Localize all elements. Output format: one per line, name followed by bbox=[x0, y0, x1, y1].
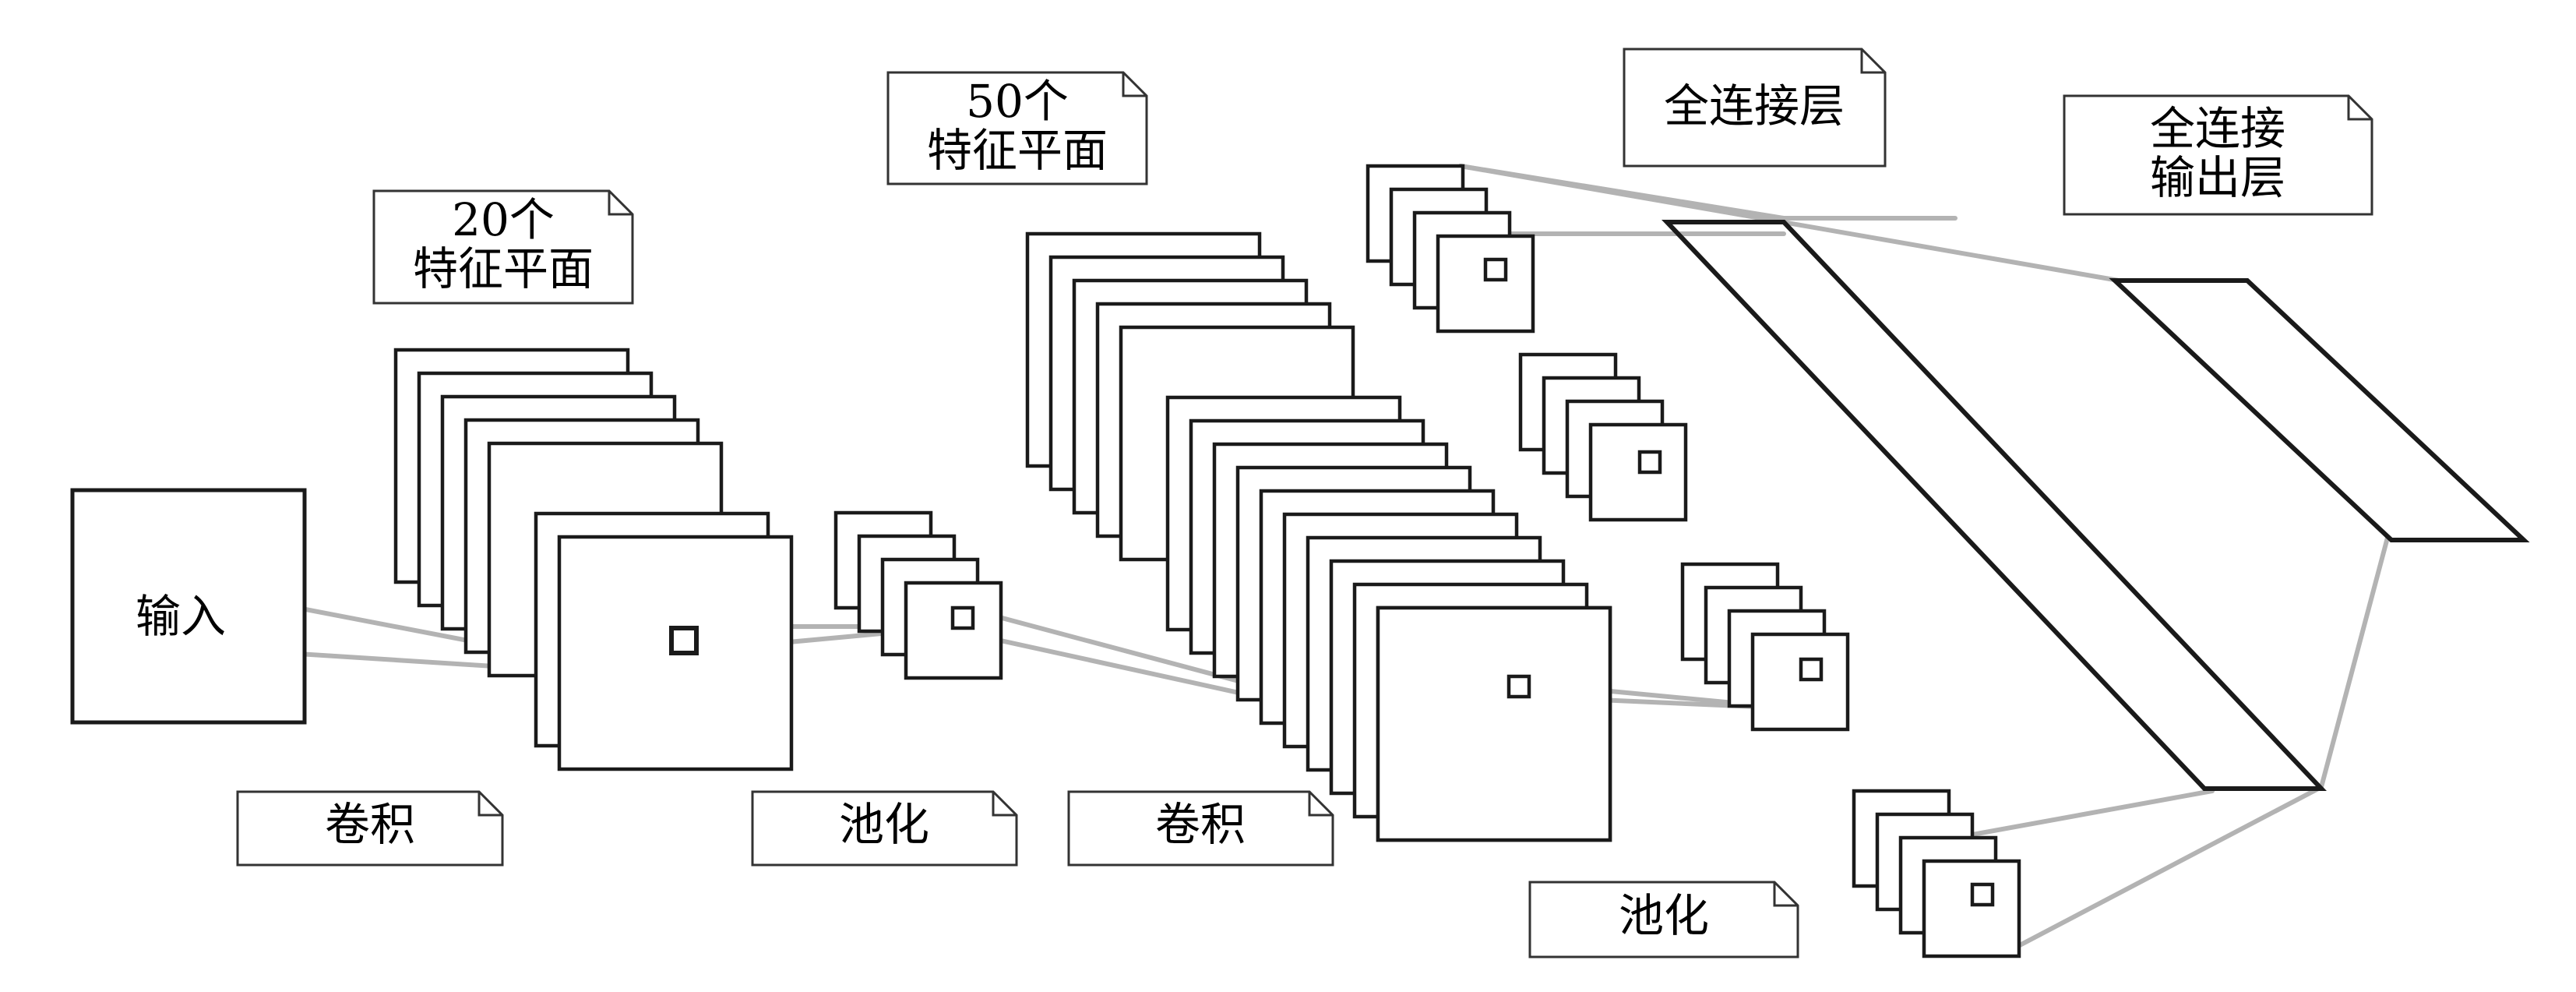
note-fm1: 20个 特征平面 bbox=[372, 189, 634, 305]
note-conv2: 卷积 bbox=[1067, 790, 1334, 867]
note-conv1-line1: 卷积 bbox=[325, 798, 415, 851]
note-pool2-line1: 池化 bbox=[1619, 889, 1709, 942]
pool2-feature-maps-2 bbox=[1518, 352, 1688, 522]
pool2-feature-maps-3 bbox=[1680, 562, 1850, 732]
pool2-feature-maps-4 bbox=[1852, 789, 2021, 958]
note-fc-output: 全连接 输出层 bbox=[2063, 94, 2373, 216]
note-fc-hidden-line1: 全连接层 bbox=[1664, 79, 1845, 132]
pool1-feature-maps bbox=[833, 510, 1003, 680]
note-fc-output-line2: 输出层 bbox=[2150, 151, 2285, 204]
fc-output-layer bbox=[2109, 278, 2530, 542]
note-fc-hidden: 全连接层 bbox=[1623, 48, 1887, 168]
input-box: 输入 bbox=[70, 488, 307, 725]
conv2-feature-maps bbox=[1025, 231, 1612, 842]
pool2-feature-maps-1 bbox=[1366, 164, 1535, 334]
note-fm2-line2: 特征平面 bbox=[927, 124, 1108, 177]
fc-hidden-layer bbox=[1662, 220, 2327, 791]
note-fc-output-line1: 全连接 bbox=[2150, 102, 2285, 155]
note-conv2-line1: 卷积 bbox=[1155, 798, 1246, 851]
note-pool1-line1: 池化 bbox=[839, 798, 929, 851]
note-fm2-line1: 50个 bbox=[966, 75, 1069, 128]
note-fm2: 50个 特征平面 bbox=[886, 71, 1148, 185]
note-conv1: 卷积 bbox=[236, 790, 504, 867]
note-fm1-line2: 特征平面 bbox=[413, 242, 594, 295]
note-pool2: 池化 bbox=[1528, 881, 1799, 958]
note-fm1-line1: 20个 bbox=[452, 193, 555, 246]
input-label: 输入 bbox=[136, 590, 226, 643]
note-pool1: 池化 bbox=[751, 790, 1018, 867]
conv1-feature-maps bbox=[393, 348, 794, 771]
